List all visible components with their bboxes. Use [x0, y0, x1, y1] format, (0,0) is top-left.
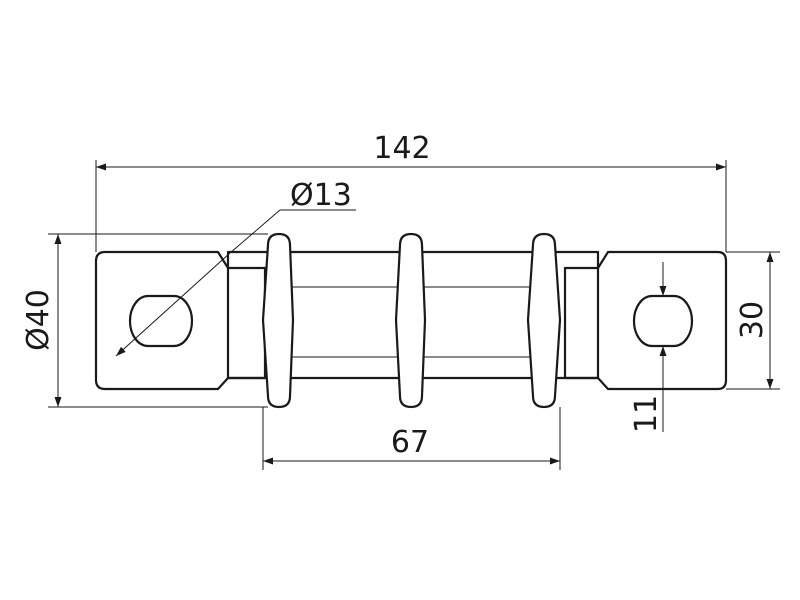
dim-slot-width: 11 — [629, 262, 667, 433]
dim-label-ring-span: 67 — [391, 425, 429, 460]
left-tab — [94, 250, 267, 391]
ring-right — [526, 232, 562, 409]
ring-middle — [394, 232, 427, 409]
dim-label-slot-width: 11 — [629, 395, 664, 433]
right-slot-hole — [632, 294, 694, 348]
connector-part — [94, 232, 728, 409]
right-tab — [563, 250, 728, 391]
dim-ring-span: 67 — [262, 407, 561, 470]
dim-body-diameter: Ø40 — [21, 233, 268, 408]
dim-label-hole-diameter: Ø13 — [290, 178, 352, 213]
dim-label-tab-width: 30 — [735, 301, 770, 339]
dim-overall-length: 142 — [95, 131, 727, 252]
dim-tab-width: 30 — [726, 251, 780, 390]
left-slot-hole — [128, 294, 194, 348]
dim-label-body-diameter: Ø40 — [21, 289, 56, 351]
dim-label-overall-length: 142 — [373, 131, 430, 166]
dim-hole-diameter: Ø13 — [115, 178, 356, 357]
ring-left — [261, 232, 295, 409]
